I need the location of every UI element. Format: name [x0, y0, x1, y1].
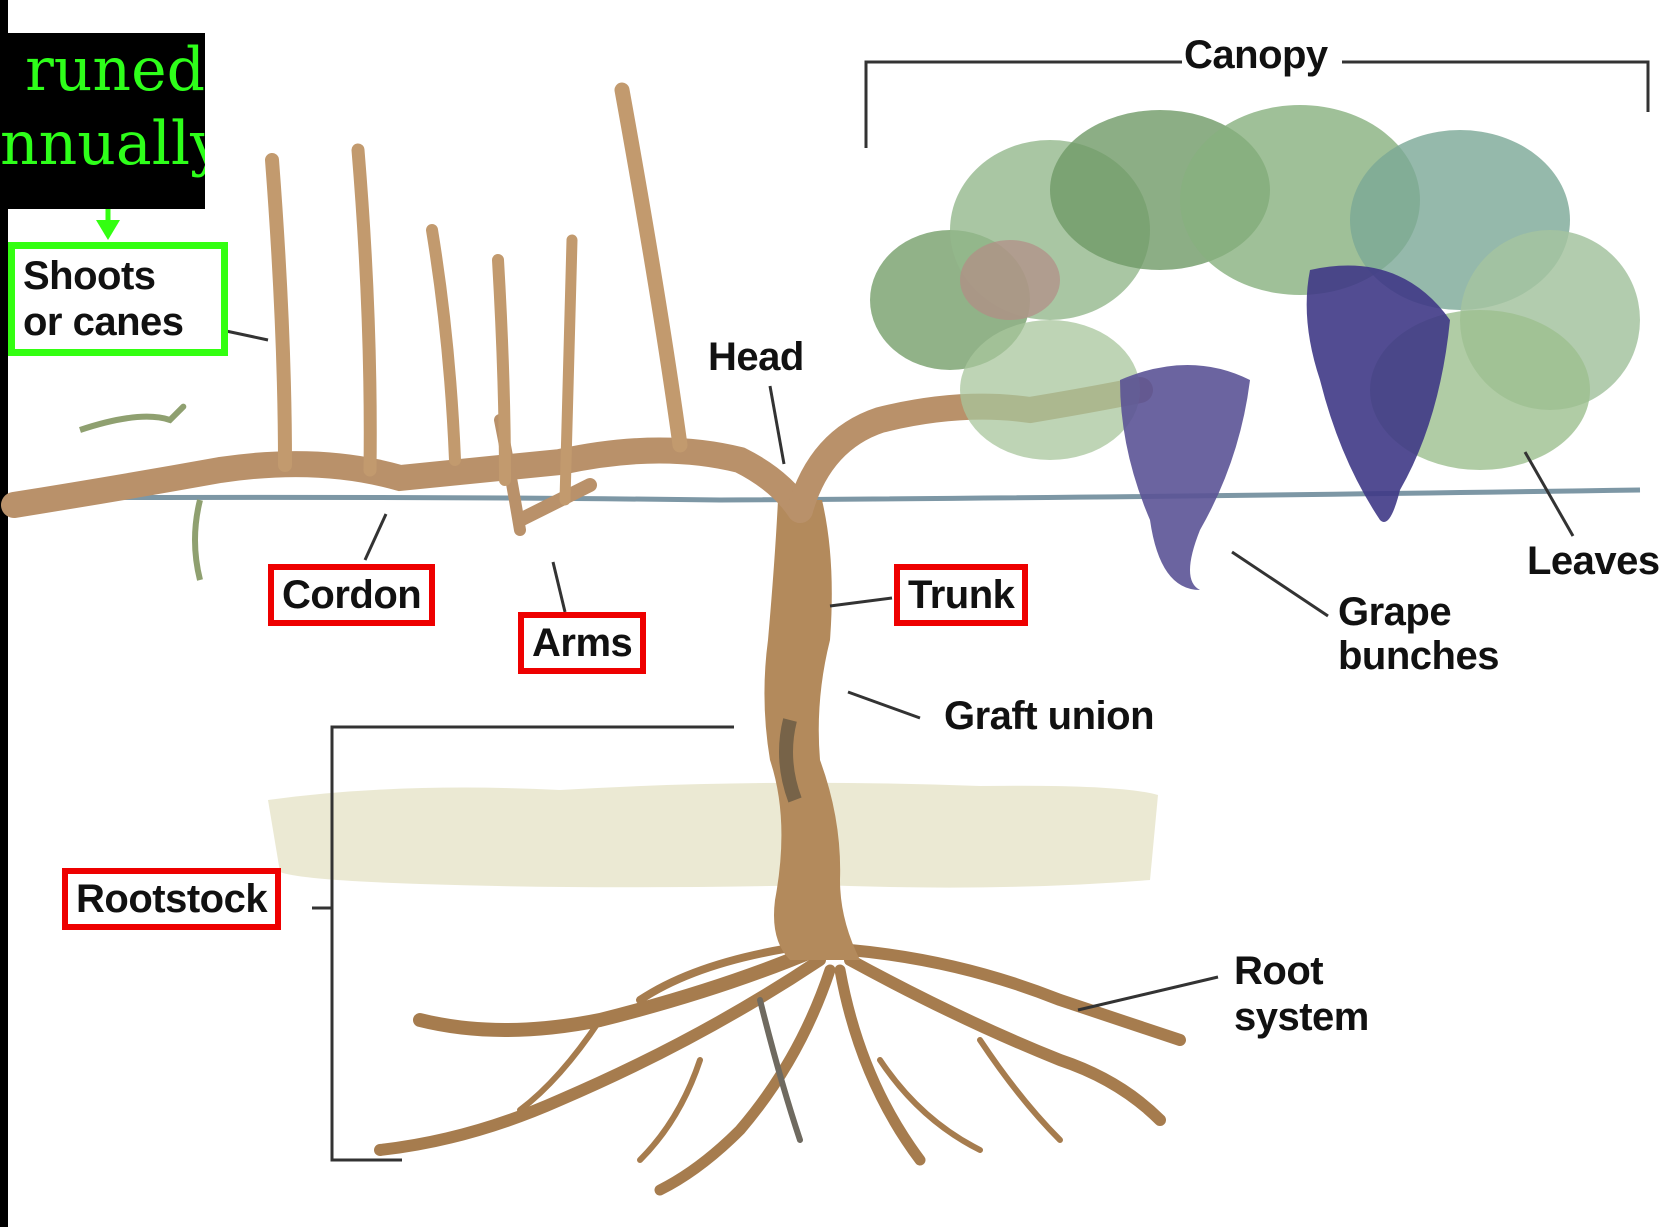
canopy-label: Canopy — [1184, 32, 1328, 78]
shoots-label-line-1: Shoots — [23, 253, 213, 299]
grape-label-line-2: bunches — [1338, 634, 1499, 678]
shoots-label-line-2: or canes — [23, 299, 213, 345]
leaves-label: Leaves — [1527, 538, 1660, 584]
grape-bunches-label: Grape bunches — [1338, 590, 1499, 678]
trunk-label: Trunk — [894, 564, 1028, 626]
rootstock-label: Rootstock — [62, 868, 281, 930]
graft-union-label: Graft union — [944, 693, 1154, 739]
pruned-annually-annotation: runed nnually — [0, 33, 205, 209]
root-label-line-1: Root — [1234, 948, 1369, 994]
head-label: Head — [708, 334, 804, 380]
root-system-label: Root system — [1234, 948, 1369, 1040]
annotation-line-2: nnually — [0, 107, 205, 181]
grape-label-line-1: Grape — [1338, 590, 1499, 634]
arms-label: Arms — [518, 612, 646, 674]
annotation-line-1: runed — [0, 33, 205, 107]
cordon-label: Cordon — [268, 564, 435, 626]
root-label-line-2: system — [1234, 994, 1369, 1040]
soil-layer — [268, 783, 1158, 888]
shoots-label-box: Shoots or canes — [8, 242, 228, 356]
